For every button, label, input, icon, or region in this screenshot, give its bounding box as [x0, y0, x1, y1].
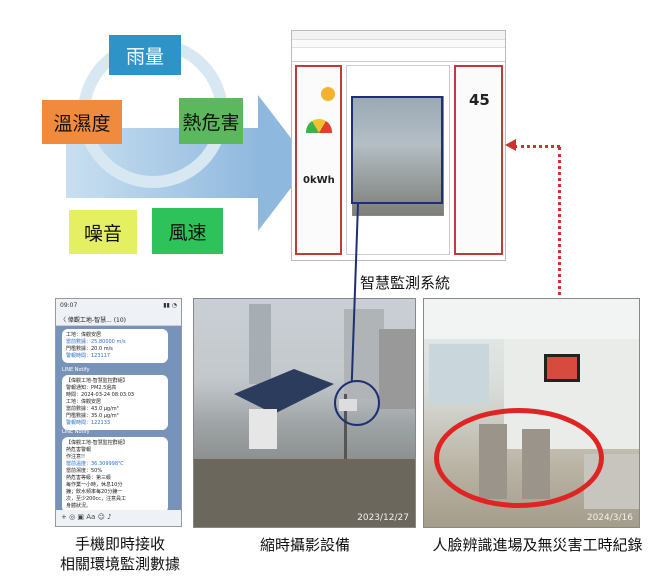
camera-highlight-circle [334, 380, 380, 426]
camera-highlight-frame [351, 96, 443, 204]
timelapse-camera-photo: 2023/12/27 [193, 298, 416, 528]
camera-photo-illustration [194, 304, 415, 527]
phone-screenshot: 09:07 ▮▮ ◔ 〈 偉觀工地-智慧... (10) 工地：偉觀安居 當前數… [55, 298, 182, 527]
noise-box: 噪音 [69, 210, 137, 254]
connector-line-vertical [558, 147, 561, 308]
chat-message-1: 工地：偉觀安居 當前數據：25.80000 m/s 門檻數據：20.0 m/s … [62, 329, 168, 363]
photo-date: 2023/12/27 [357, 513, 409, 523]
phone-caption: 手機即時接收 相關環境監測數據 [59, 535, 180, 573]
browser-urlbar [292, 40, 505, 48]
photo-date: 2024/3/16 [586, 513, 633, 523]
stats-panel: 45 [454, 65, 503, 255]
status-time: 09:07 [60, 302, 78, 309]
sender-label: LINE Notify [62, 429, 90, 435]
status-icons: ▮▮ ◔ [163, 302, 177, 309]
chat-title: 〈 偉觀工地-智慧... (10) [56, 313, 181, 326]
sun-icon [321, 87, 335, 101]
browser-tabbar [292, 31, 505, 40]
power-reading: 0kWh [303, 175, 335, 186]
dashboard-navbar [292, 48, 505, 62]
temp-humidity-box: 溫濕度 [42, 100, 122, 144]
gate-caption: 人臉辨識進場及無災害工時紀錄 [432, 536, 643, 554]
wind-speed-box: 風速 [152, 208, 223, 254]
camera-caption: 縮時攝影設備 [259, 536, 350, 554]
heat-hazard-box: 熱危害 [179, 98, 243, 144]
camera-feed-image [352, 96, 444, 216]
phone-status-bar: 09:07 ▮▮ ◔ [56, 299, 181, 313]
sender-label: LINE Notify [62, 367, 90, 373]
chat-message-3: 【偉觀工地-智慧監控群組】 熱危害警報 作注意!! 當前溫度：36.309998… [62, 437, 168, 513]
gauge-icon [306, 119, 332, 133]
rain-box: 雨量 [109, 35, 181, 75]
monitor-caption: 智慧監測系統 [359, 274, 450, 292]
chat-message-2: 【偉觀工地-智慧監控群組】 警報通知：PM2.5過高 時間：2024-03-24… [62, 375, 168, 430]
chat-input-bar[interactable]: + ◎ ▣ Aa ☺ ♪ [56, 510, 181, 526]
gate-highlight-ellipse [434, 408, 604, 508]
connector-line-horizontal [514, 145, 560, 148]
connector-arrowhead [505, 139, 516, 151]
weather-panel: 0kWh [295, 65, 342, 255]
stat-value: 45 [469, 91, 490, 109]
